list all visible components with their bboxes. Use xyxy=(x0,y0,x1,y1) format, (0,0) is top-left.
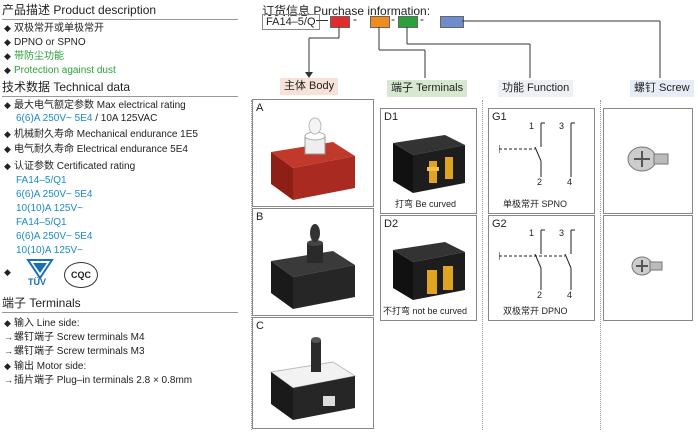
output-item-1: →插片端子 Plug–in terminals 2.8 × 0.8mm xyxy=(4,375,193,386)
terminal-d2-image xyxy=(393,242,465,300)
color-code-function xyxy=(398,16,418,28)
terminal-d1-image xyxy=(393,135,465,193)
cert-line-6: 10(10)A 125V~ xyxy=(16,245,83,256)
terminal-option-d2[interactable]: D2 不打弯 not be curved xyxy=(380,215,477,321)
electrical-endurance: ◆电气耐久寿命 Electrical endurance 5E4 xyxy=(4,144,188,155)
function-label: 功能 Function xyxy=(498,80,574,97)
tuv-logo-icon: TÜV xyxy=(22,258,58,288)
body-b-switch-image xyxy=(271,224,355,309)
product-item-2: ◆DPNO or SPNO xyxy=(4,37,86,48)
screw-m3-image xyxy=(631,256,663,276)
connector-lines xyxy=(305,20,661,78)
terminals-label: 端子 Terminals xyxy=(387,80,468,97)
cert-line-1: FA14–5/Q1 xyxy=(16,175,67,186)
screw-label: 螺钉 Screw xyxy=(630,80,694,97)
body-label: 主体 Body xyxy=(280,78,339,95)
cert-line-4: FA14–5/Q1 xyxy=(16,217,67,228)
body-option-c[interactable]: C xyxy=(252,317,374,429)
body-a-switch-image xyxy=(271,117,355,200)
function-g1-caption: 单极常开 SPNO xyxy=(503,199,568,209)
cert-line-3: 10(10)A 125V~ xyxy=(16,203,83,214)
function-g2-caption: 双极常开 DPNO xyxy=(503,306,568,316)
product-description-title: 产品描述 Product description xyxy=(2,3,238,20)
terminal-option-d1[interactable]: D1 打弯 Be curved xyxy=(380,108,477,214)
max-rating-value: 6(6)A 250V~ 5E4 / 10A 125VAC xyxy=(16,113,158,124)
output-label: ◆输出 Motor side: xyxy=(4,361,87,372)
cert-label: ◆认证参数 Certificated rating xyxy=(4,161,136,172)
input-label: ◆输入 Line side: xyxy=(4,318,80,329)
terminals-title: 端子 Terminals xyxy=(2,296,238,313)
color-code-terminals xyxy=(370,16,390,28)
body-c-switch-image xyxy=(269,337,357,420)
input-item-1: →螺钉端子 Screw terminals M4 xyxy=(4,332,145,343)
color-code-body xyxy=(330,16,350,28)
order-code: FA14–5/Q xyxy=(262,14,320,30)
screw-option-2[interactable] xyxy=(603,215,693,321)
input-item-2: →螺钉端子 Screw terminals M3 xyxy=(4,346,145,357)
cert-line-5: 6(6)A 250V~ 5E4 xyxy=(16,231,93,242)
screw-m4-image xyxy=(627,146,669,172)
mechanical-endurance: ◆机械耐久寿命 Mechanical endurance 1E5 xyxy=(4,129,198,140)
body-option-a[interactable]: A xyxy=(252,99,374,207)
screw-option-1[interactable] xyxy=(603,108,693,214)
function-option-g1[interactable]: G1 1 3 2 4 单极常开 SPNO xyxy=(488,108,595,214)
max-rating-label: ◆最大电气额定参数 Max electrical rating xyxy=(4,100,186,111)
product-item-4: ◆Protection against dust xyxy=(4,65,116,76)
color-code-screw xyxy=(440,16,464,28)
cert-line-2: 6(6)A 250V~ 5E4 xyxy=(16,189,93,200)
product-item-3: ◆带防尘功能 xyxy=(4,51,64,62)
product-item-1: ◆双极常开或单极常开 xyxy=(4,23,104,34)
dpno-circuit-diagram xyxy=(499,229,575,290)
technical-data-title: 技术数据 Technical data xyxy=(2,80,238,97)
body-option-b[interactable]: B xyxy=(252,208,374,316)
cqc-logo-icon: CQC xyxy=(64,262,98,288)
tuv-label: TÜV xyxy=(28,277,46,287)
spno-circuit-diagram xyxy=(499,122,575,177)
terminal-d1-caption: 打弯 Be curved xyxy=(395,199,457,209)
terminal-d2-caption: 不打弯 not be curved xyxy=(383,306,468,316)
function-option-g2[interactable]: G2 1 3 2 4 双极常开 DPNO xyxy=(488,215,595,321)
